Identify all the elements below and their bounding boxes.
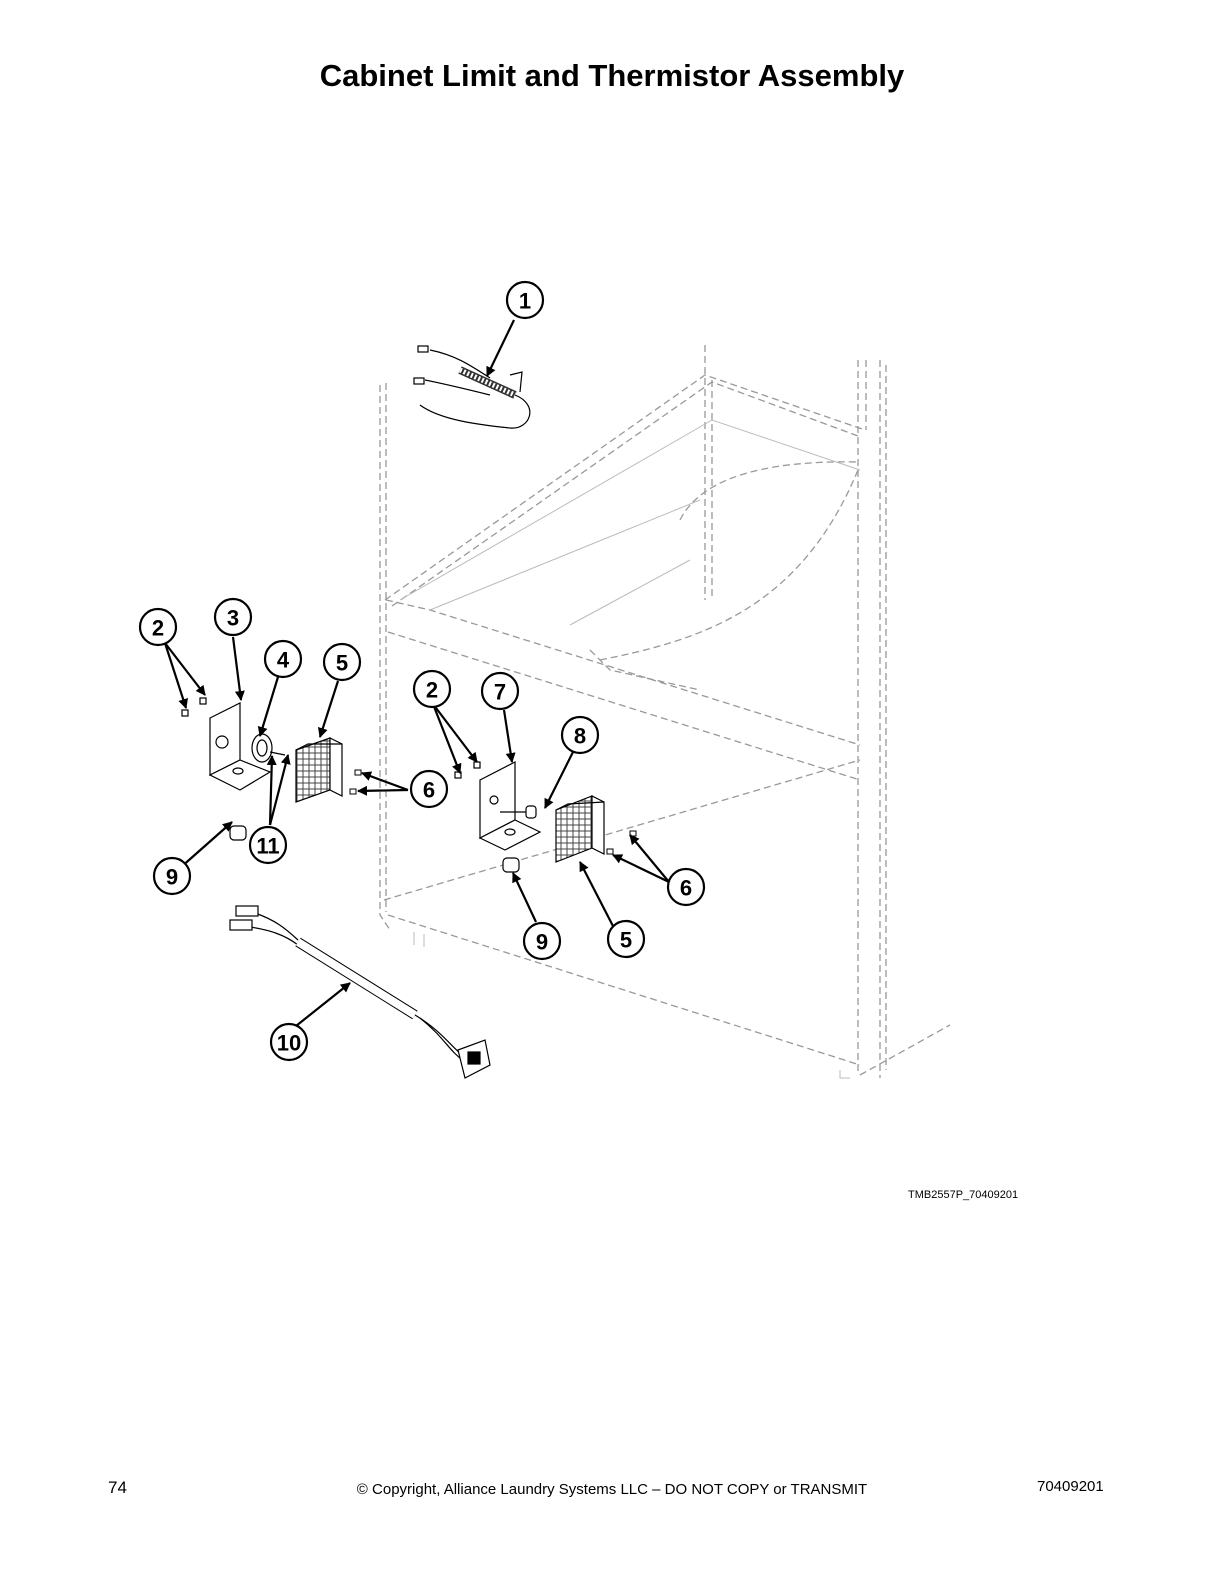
- callout-4: [263, 639, 303, 679]
- callout-5-left: [322, 642, 362, 682]
- callout-5-right-label: 5: [620, 928, 632, 953]
- callout-1-label: 1: [519, 289, 531, 314]
- callout-5-right: [606, 919, 646, 959]
- left-bracket-assembly: [181, 697, 286, 841]
- callout-7-label: 7: [494, 680, 506, 705]
- callout-9-left-label: 9: [166, 865, 178, 890]
- callout-2-left: [138, 607, 178, 647]
- callout-1: [505, 280, 545, 320]
- callout-9-right-label: 9: [536, 930, 548, 955]
- callout-9-right: [522, 921, 562, 961]
- callout-3-label: 3: [227, 606, 239, 631]
- leader-arrows: [163, 319, 670, 1027]
- callout-7: [480, 671, 520, 711]
- callout-2-right-label: 2: [426, 678, 438, 703]
- left-cover-grille: [295, 737, 343, 803]
- callout-10-label: 10: [277, 1031, 301, 1056]
- left-screws: [349, 769, 362, 795]
- callout-3: [213, 597, 253, 637]
- callout-9-left: [152, 856, 192, 896]
- callout-10: [269, 1022, 309, 1062]
- part-10-limit-harness: [229, 905, 491, 1079]
- figure-id: TMB2557P_70409201: [908, 1189, 1019, 1201]
- page-title: Cabinet Limit and Thermistor Assembly: [319, 58, 905, 93]
- callout-2-right: [412, 669, 452, 709]
- part-1-thermistor-harness: [413, 345, 531, 429]
- callout-6-left: [409, 769, 449, 809]
- callout-11: [248, 825, 288, 865]
- callout-2-left-label: 2: [152, 616, 164, 641]
- callout-8: [560, 715, 600, 755]
- right-screws: [606, 830, 637, 855]
- callout-8-label: 8: [574, 724, 586, 749]
- cabinet-frame-solid: [399, 419, 861, 1079]
- document-number: 70409201: [1037, 1478, 1104, 1495]
- callouts: [138, 280, 706, 1062]
- right-bracket-assembly: [454, 761, 542, 873]
- callout-4-label: 4: [277, 648, 290, 673]
- callout-6-right-label: 6: [680, 876, 692, 901]
- callout-6-left-label: 6: [423, 778, 435, 803]
- copyright-notice: © Copyright, Alliance Laundry Systems LL…: [356, 1481, 868, 1498]
- right-cover-grille: [555, 795, 605, 863]
- callout-11-label: 11: [256, 834, 279, 859]
- callout-6-right: [666, 867, 706, 907]
- cabinet-frame: [379, 345, 951, 1078]
- page-number: 74: [108, 1478, 127, 1497]
- callout-5-left-label: 5: [336, 651, 348, 676]
